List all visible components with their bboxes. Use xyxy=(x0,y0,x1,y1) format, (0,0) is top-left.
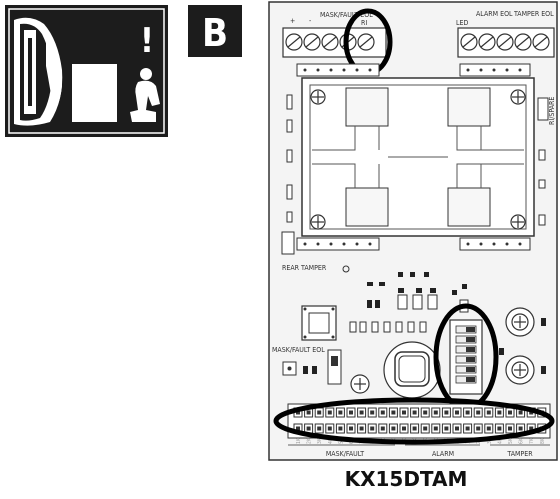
header-pin-contact xyxy=(476,426,481,431)
header-pin-contact xyxy=(391,426,396,431)
resistor-value-label: 7K xyxy=(529,437,535,444)
resistor-value-label: 4K xyxy=(328,437,334,444)
header-pin-contact xyxy=(306,426,311,431)
header-pin-contact xyxy=(465,426,470,431)
jumper-icon xyxy=(537,97,549,121)
header-pin-contact xyxy=(391,410,396,415)
header-pin-contact xyxy=(433,426,438,431)
mask-fault-jumper-label: MASK/FAULT EOL xyxy=(272,346,325,354)
header-pin-contact xyxy=(317,410,322,415)
header-pin-contact xyxy=(370,426,375,431)
obstruction-block xyxy=(72,64,117,122)
header-pin-contact xyxy=(402,426,406,431)
header-pin-contact xyxy=(380,426,385,431)
resistor-value-label: 6K xyxy=(519,437,525,444)
header-pin-contact xyxy=(327,410,332,415)
header-pin-contact xyxy=(444,410,449,415)
detector-icon xyxy=(14,17,63,126)
ri-spare-label: RI/SPARE xyxy=(548,97,556,125)
test-pushbutton xyxy=(301,305,337,341)
jumper-icon xyxy=(327,349,342,385)
screw-terminal-icon xyxy=(460,33,550,51)
terminal-ri-label: RI xyxy=(361,19,367,27)
header-pin-contact xyxy=(296,426,300,431)
circuit-board: + - MASK/FAULT EOL RI LED ALARM EOL TAMP… xyxy=(268,1,558,461)
highlight-eol-header xyxy=(273,397,555,445)
header-pin-contact xyxy=(317,426,322,431)
terminal-led-label: LED xyxy=(456,19,468,27)
header-pin-contact xyxy=(518,410,523,415)
sensor-module xyxy=(301,77,535,237)
header-pin-contact xyxy=(497,410,502,415)
resistor-value-label: 4K xyxy=(497,437,503,444)
header-pin-contact xyxy=(327,426,332,431)
header-pin-contact xyxy=(359,426,364,431)
board-caption: KX15DTAM xyxy=(345,467,468,491)
resistor-value-label: 3K xyxy=(317,437,323,444)
header-pin-contact xyxy=(433,410,438,415)
smd-components xyxy=(367,272,467,308)
left-components xyxy=(286,94,546,226)
terminal-block-right: LED ALARM EOL TAMPER EOL xyxy=(456,10,555,58)
header-pin-contact xyxy=(486,410,491,415)
header-pin-contact xyxy=(486,426,491,431)
instruction-panel: ! xyxy=(5,5,168,137)
header-pin-contact xyxy=(465,410,470,415)
terminal-minus-label: - xyxy=(309,17,311,25)
header-pin-contact xyxy=(508,410,512,415)
dip-switch-icon xyxy=(449,319,483,395)
mount-hole xyxy=(342,265,350,273)
warning-mark: ! xyxy=(140,21,154,61)
header-pin-contact xyxy=(412,426,417,431)
potentiometer-icon xyxy=(505,307,535,385)
header-pin-contact xyxy=(518,426,523,431)
resistor-value-label: 1K xyxy=(296,437,302,444)
panel-frame xyxy=(8,8,165,134)
rear-tamper-switch xyxy=(281,231,295,255)
badge-letter: B xyxy=(202,11,228,55)
panel-badge: B xyxy=(188,5,242,57)
resistor-value-label: 2K xyxy=(307,437,313,444)
terminal-plus-label: + xyxy=(290,17,295,25)
terminal-alarm-label: ALARM EOL xyxy=(476,10,513,18)
crouching-person-icon xyxy=(130,68,160,122)
resistor-value-label: 5K xyxy=(508,437,514,444)
group-alarm-label: ALARM xyxy=(432,450,454,458)
header-pin-contact xyxy=(338,410,343,415)
resistor-row xyxy=(349,321,427,333)
header-pin-contact xyxy=(380,410,385,415)
header-pin-contact xyxy=(306,410,311,415)
badge-background xyxy=(188,5,242,57)
terminal-block-left: + - MASK/FAULT EOL RI xyxy=(282,11,387,58)
header-pin-contact xyxy=(508,426,512,431)
potentiometer-icon xyxy=(350,374,370,394)
terminal-tamper-label: TAMPER EOL xyxy=(513,10,554,18)
pir-sensor xyxy=(383,341,441,399)
header-pin-contact xyxy=(349,410,353,415)
header-pin-contact xyxy=(412,410,417,415)
rear-tamper-label: REAR TAMPER xyxy=(282,264,327,272)
group-tamper-label: TAMPER xyxy=(506,450,533,458)
header-pin-contact xyxy=(497,426,502,431)
header-pin-contact xyxy=(423,410,428,415)
header-pin-contact xyxy=(444,426,449,431)
header-pin-contact xyxy=(349,426,353,431)
header-pin-contact xyxy=(370,410,375,415)
header-pin-contact xyxy=(455,410,459,415)
header-pin-contact xyxy=(476,410,481,415)
pin-dots xyxy=(303,68,522,246)
header-pin-contact xyxy=(338,426,343,431)
screw-terminal-icon xyxy=(285,33,375,51)
header-pin-contact xyxy=(423,426,428,431)
group-mask-fault-label: MASK/FAULT xyxy=(326,450,364,458)
terminal-mask-fault-label: MASK/FAULT EOL xyxy=(320,11,373,19)
header-pin-contact xyxy=(455,426,459,431)
header-pin-contact xyxy=(402,410,406,415)
resistor-value-label: 8K xyxy=(540,437,546,444)
header-pin-contact xyxy=(359,410,364,415)
